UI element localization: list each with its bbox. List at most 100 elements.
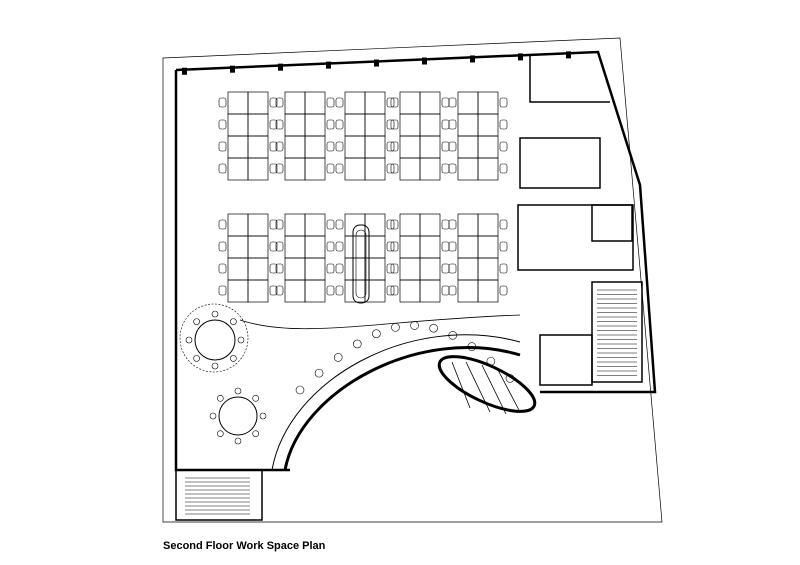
round-table-1 <box>194 319 236 361</box>
desk <box>227 157 249 181</box>
desk <box>344 257 366 281</box>
stool <box>295 385 305 395</box>
desk <box>227 113 249 137</box>
desk <box>364 257 386 281</box>
chair <box>390 97 399 108</box>
chair <box>218 241 227 252</box>
chair <box>275 119 284 130</box>
desk <box>457 235 479 259</box>
mullion <box>230 65 235 73</box>
chair <box>326 97 335 108</box>
stool <box>314 368 324 378</box>
chair <box>390 163 399 174</box>
desk <box>227 135 249 159</box>
chair <box>390 285 399 296</box>
desk <box>419 113 441 137</box>
curved-partition <box>283 346 521 471</box>
mullion <box>518 53 523 61</box>
desk <box>344 113 366 137</box>
mullion <box>470 55 475 63</box>
round-table-chair <box>252 430 259 437</box>
site-boundary <box>162 37 663 523</box>
desk <box>477 257 499 281</box>
chair <box>326 241 335 252</box>
desk <box>344 157 366 181</box>
desk <box>419 135 441 159</box>
desk <box>284 257 306 281</box>
desk <box>419 157 441 181</box>
chair <box>275 97 284 108</box>
desk <box>344 135 366 159</box>
chair <box>218 285 227 296</box>
chair <box>441 163 450 174</box>
conference-table-inner <box>355 229 367 299</box>
round-table-chair <box>237 336 245 344</box>
chair <box>448 97 457 108</box>
chair <box>326 141 335 152</box>
chair <box>499 241 508 252</box>
mullion <box>326 61 331 69</box>
chair <box>218 119 227 130</box>
round-table-chair <box>185 336 193 344</box>
desk <box>477 213 499 237</box>
desk <box>457 113 479 137</box>
round-table-chair <box>217 395 224 402</box>
desk <box>364 157 386 181</box>
chair <box>448 141 457 152</box>
stool <box>372 329 381 338</box>
conference-table <box>352 224 370 304</box>
desk <box>284 91 306 115</box>
chair <box>326 163 335 174</box>
desk <box>399 235 421 259</box>
desk <box>399 213 421 237</box>
chair <box>275 285 284 296</box>
stool <box>352 339 362 349</box>
desk <box>247 91 269 115</box>
desk <box>457 257 479 281</box>
chair <box>448 241 457 252</box>
stool <box>410 321 419 330</box>
chair <box>441 219 450 230</box>
desk <box>477 279 499 303</box>
chair <box>335 119 344 130</box>
chair <box>335 219 344 230</box>
round-table-chair <box>193 318 200 325</box>
chair <box>269 97 278 108</box>
desk <box>227 257 249 281</box>
chair <box>218 97 227 108</box>
chair <box>386 163 395 174</box>
chair <box>499 163 508 174</box>
desk <box>284 135 306 159</box>
desk <box>364 213 386 237</box>
desk <box>477 113 499 137</box>
chair <box>269 163 278 174</box>
curved-counter <box>239 314 521 330</box>
desk <box>399 113 421 137</box>
chair <box>499 263 508 274</box>
desk <box>364 91 386 115</box>
desk <box>284 279 306 303</box>
chair <box>441 263 450 274</box>
chair <box>390 263 399 274</box>
stair-enclosure-left <box>175 470 263 521</box>
desk <box>477 135 499 159</box>
desk <box>247 257 269 281</box>
desk <box>227 91 249 115</box>
desk <box>457 91 479 115</box>
chair <box>448 263 457 274</box>
desk <box>284 157 306 181</box>
desk <box>344 91 366 115</box>
chair <box>386 263 395 274</box>
desk <box>247 113 269 137</box>
round-table-1-ring <box>179 303 249 373</box>
round-table-chair <box>234 437 242 445</box>
chair <box>335 241 344 252</box>
chair <box>386 285 395 296</box>
desk <box>457 157 479 181</box>
curved-partition-inner <box>271 334 521 471</box>
chair <box>269 241 278 252</box>
round-table-chair <box>230 355 237 362</box>
chair <box>499 141 508 152</box>
toilet-block <box>519 137 601 189</box>
